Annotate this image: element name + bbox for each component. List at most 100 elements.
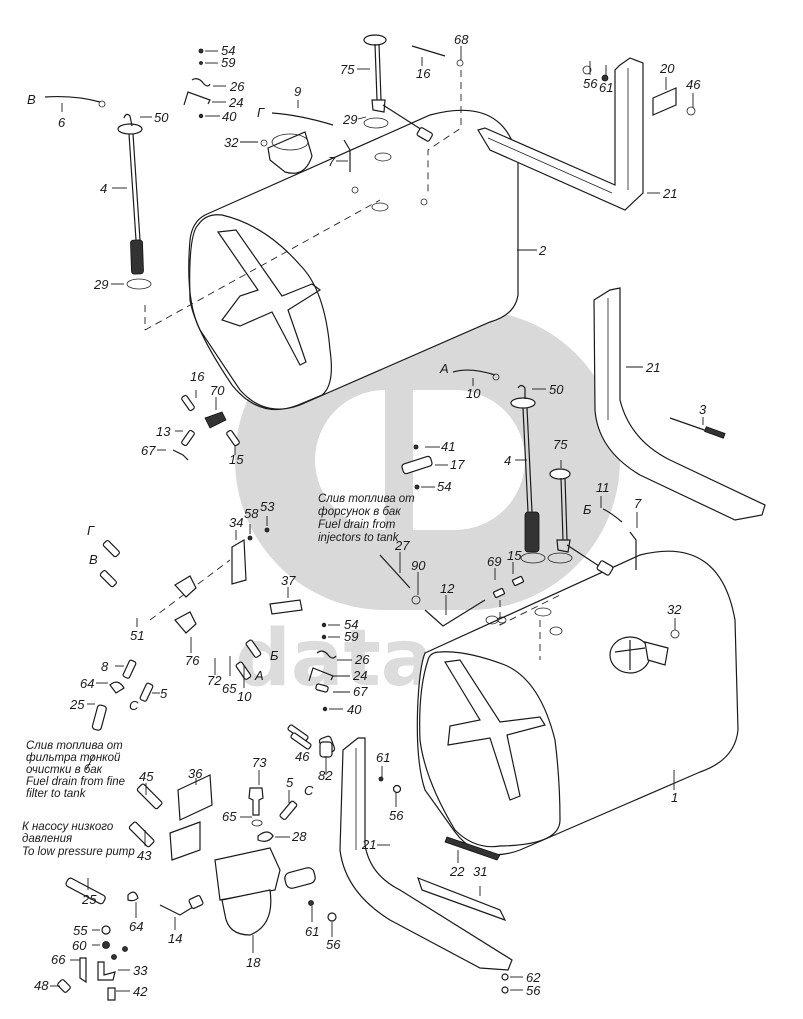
note-line: Fuel drain from (318, 519, 396, 531)
callout-1: 1 (671, 790, 678, 805)
callout-2: 2 (538, 243, 547, 258)
callout-40: 40 (222, 109, 237, 124)
callout-42: 42 (133, 984, 148, 999)
callout-37: 37 (281, 573, 296, 588)
connection-letter-a-lower: А (254, 668, 264, 683)
callout-67-middle: 67 (141, 443, 156, 458)
callout-18: 18 (246, 955, 261, 970)
callout-17: 17 (450, 457, 465, 472)
note-line: форсунок в бак (318, 506, 401, 518)
callout-21-middle: 21 (645, 360, 660, 375)
callout-65-lower: 65 (222, 809, 237, 824)
fuel-filter-assembly (57, 724, 337, 1001)
bracket-middle-right (593, 287, 766, 521)
callout-25-lower: 25 (81, 892, 97, 907)
callout-21-upper: 21 (662, 186, 677, 201)
callout-15-middle: 15 (229, 452, 244, 467)
callout-48: 48 (34, 978, 49, 993)
note-line: фильтра тонкой (26, 752, 121, 764)
note-line: К насосу низкого (22, 821, 114, 833)
callout-58: 58 (244, 506, 259, 521)
note-line: filter to tank (26, 788, 87, 800)
callout-9: 9 (294, 84, 301, 99)
callout-75-upper: 75 (340, 62, 355, 77)
connection-letter-b-right: Б (583, 502, 592, 517)
note-injector-drain: Слив топлива от форсунок в бак Fuel drai… (318, 493, 415, 544)
callout-7-upper: 7 (328, 154, 336, 169)
callout-50: 50 (154, 110, 169, 125)
callout-73: 73 (252, 755, 267, 770)
callout-76: 76 (185, 653, 200, 668)
bracket-upper-right (477, 57, 696, 211)
callout-55: 55 (73, 923, 88, 938)
note-line: injectors to tank (318, 532, 400, 544)
callout-64-lower: 64 (129, 919, 143, 934)
callout-60: 60 (72, 938, 87, 953)
callout-45: 45 (139, 769, 154, 784)
callout-27: 27 (394, 538, 410, 553)
callout-66: 66 (51, 952, 66, 967)
callout-21-lower: 21 (361, 837, 376, 852)
callout-32-lower: 32 (667, 602, 682, 617)
connection-letter-g-lower: Г (87, 523, 95, 538)
middle-left-fittings (91, 394, 525, 731)
callout-10-lower: 10 (237, 689, 252, 704)
callout-20: 20 (659, 61, 675, 76)
callout-31: 31 (473, 864, 487, 879)
callout-14: 14 (168, 931, 182, 946)
callout-51: 51 (130, 628, 144, 643)
connection-letter-c-upper: С (129, 698, 139, 713)
callout-56-middle: 56 (389, 808, 404, 823)
callout-54-middle: 54 (437, 479, 451, 494)
callout-4-lower: 4 (504, 453, 511, 468)
callout-24-lower: 24 (352, 668, 367, 683)
callout-5-upper: 5 (160, 686, 168, 701)
lower-tank-parts (401, 369, 637, 576)
callout-5-lower: 5 (286, 775, 294, 790)
callout-43: 43 (137, 848, 152, 863)
callout-6: 6 (58, 115, 66, 130)
callout-25-upper: 25 (69, 697, 85, 712)
callout-70: 70 (210, 383, 225, 398)
callout-15-lower: 15 (507, 548, 522, 563)
connection-letter-g: Г (257, 105, 265, 120)
callout-16-middle: 16 (190, 369, 205, 384)
note-line: Слив топлива от (26, 740, 123, 752)
fuel-tank-upper (144, 109, 519, 411)
callout-64-upper: 64 (80, 676, 94, 691)
note-line: давления (22, 833, 72, 845)
note-line: Fuel drain from fine (26, 776, 125, 788)
callout-67-lower: 67 (353, 684, 368, 699)
bracket-lower (290, 732, 513, 994)
callout-10-upper: 10 (466, 386, 481, 401)
fuel-tank-lower (416, 550, 739, 856)
callout-7-lower: 7 (634, 496, 642, 511)
callout-56-bottom: 56 (526, 983, 541, 998)
callout-59-lower: 59 (344, 629, 358, 644)
callout-40-lower: 40 (347, 702, 362, 717)
note-line: Слив топлива от (318, 493, 415, 505)
note-line: To low pressure pump (22, 846, 135, 858)
callout-50-lower: 50 (549, 382, 564, 397)
callout-46-lower: 46 (295, 749, 310, 764)
callout-61-lower: 61 (305, 924, 319, 939)
callout-4: 4 (100, 181, 107, 196)
leader-lines (50, 46, 704, 992)
callout-22: 22 (449, 864, 465, 879)
callout-68: 68 (454, 32, 469, 47)
callout-41: 41 (441, 439, 455, 454)
callout-56-upper: 56 (583, 76, 598, 91)
callout-28: 28 (291, 829, 307, 844)
note-fine-filter-drain: Слив топлива от фильтра тонкой очистки в… (26, 740, 125, 800)
note-line: очистки в бак (26, 764, 103, 776)
callout-72: 72 (207, 673, 222, 688)
connection-letter-v-lower: В (89, 552, 98, 567)
connection-letter-a-upper: А (439, 361, 449, 376)
callout-82: 82 (318, 768, 333, 783)
upper-tank-parts (44, 34, 464, 290)
callout-62: 62 (526, 970, 541, 985)
callout-53: 53 (260, 499, 275, 514)
callout-8: 8 (101, 659, 109, 674)
callout-69: 69 (487, 554, 501, 569)
